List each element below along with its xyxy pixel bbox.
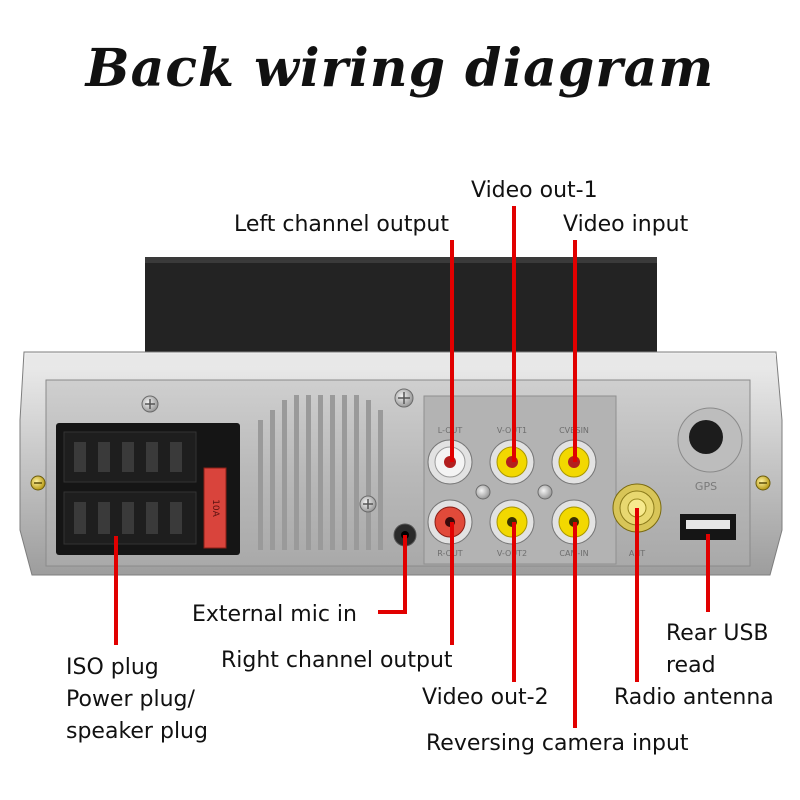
fuse-mark: 10A xyxy=(210,499,220,517)
label-rear-usb-line-2: read xyxy=(666,653,716,678)
diagram-title: Back wiring diagram xyxy=(85,38,715,99)
label-external-mic-in: External mic in xyxy=(192,602,357,627)
label-rear-usb-read: Rear USB read xyxy=(666,618,769,682)
label-video-input: Video input xyxy=(563,212,689,237)
label-reversing-camera-input: Reversing camera input xyxy=(426,731,689,756)
fuse xyxy=(203,467,227,549)
label-iso-plug-line-1: ISO plug xyxy=(66,655,159,680)
label-rear-usb-line-1: Rear USB xyxy=(666,621,769,646)
label-iso-plug: ISO plug Power plug/ speaker plug xyxy=(66,652,208,748)
iso-connector: 10A xyxy=(56,423,240,555)
leader-external-mic xyxy=(378,535,407,614)
screw-top-right xyxy=(394,388,414,408)
mounting-ear-left xyxy=(30,475,46,491)
label-iso-plug-line-3: speaker plug xyxy=(66,719,208,744)
leader-lines xyxy=(114,206,710,728)
vent-slots xyxy=(258,395,383,550)
label-iso-plug-line-2: Power plug/ xyxy=(66,687,195,712)
rear-heatsink xyxy=(145,257,657,355)
label-right-channel-output: Right channel output xyxy=(221,648,453,673)
mounting-ear-right xyxy=(755,475,771,491)
gps-socket: GPS xyxy=(677,407,743,493)
label-left-channel-output: Left channel output xyxy=(234,212,449,237)
label-video-out-2: Video out-2 xyxy=(422,685,549,710)
mark-gps: GPS xyxy=(695,480,717,493)
label-video-out-1: Video out-1 xyxy=(471,178,598,203)
screw-top-left xyxy=(141,395,159,413)
label-radio-antenna: Radio antenna xyxy=(614,685,774,710)
screw-middle xyxy=(359,495,377,513)
